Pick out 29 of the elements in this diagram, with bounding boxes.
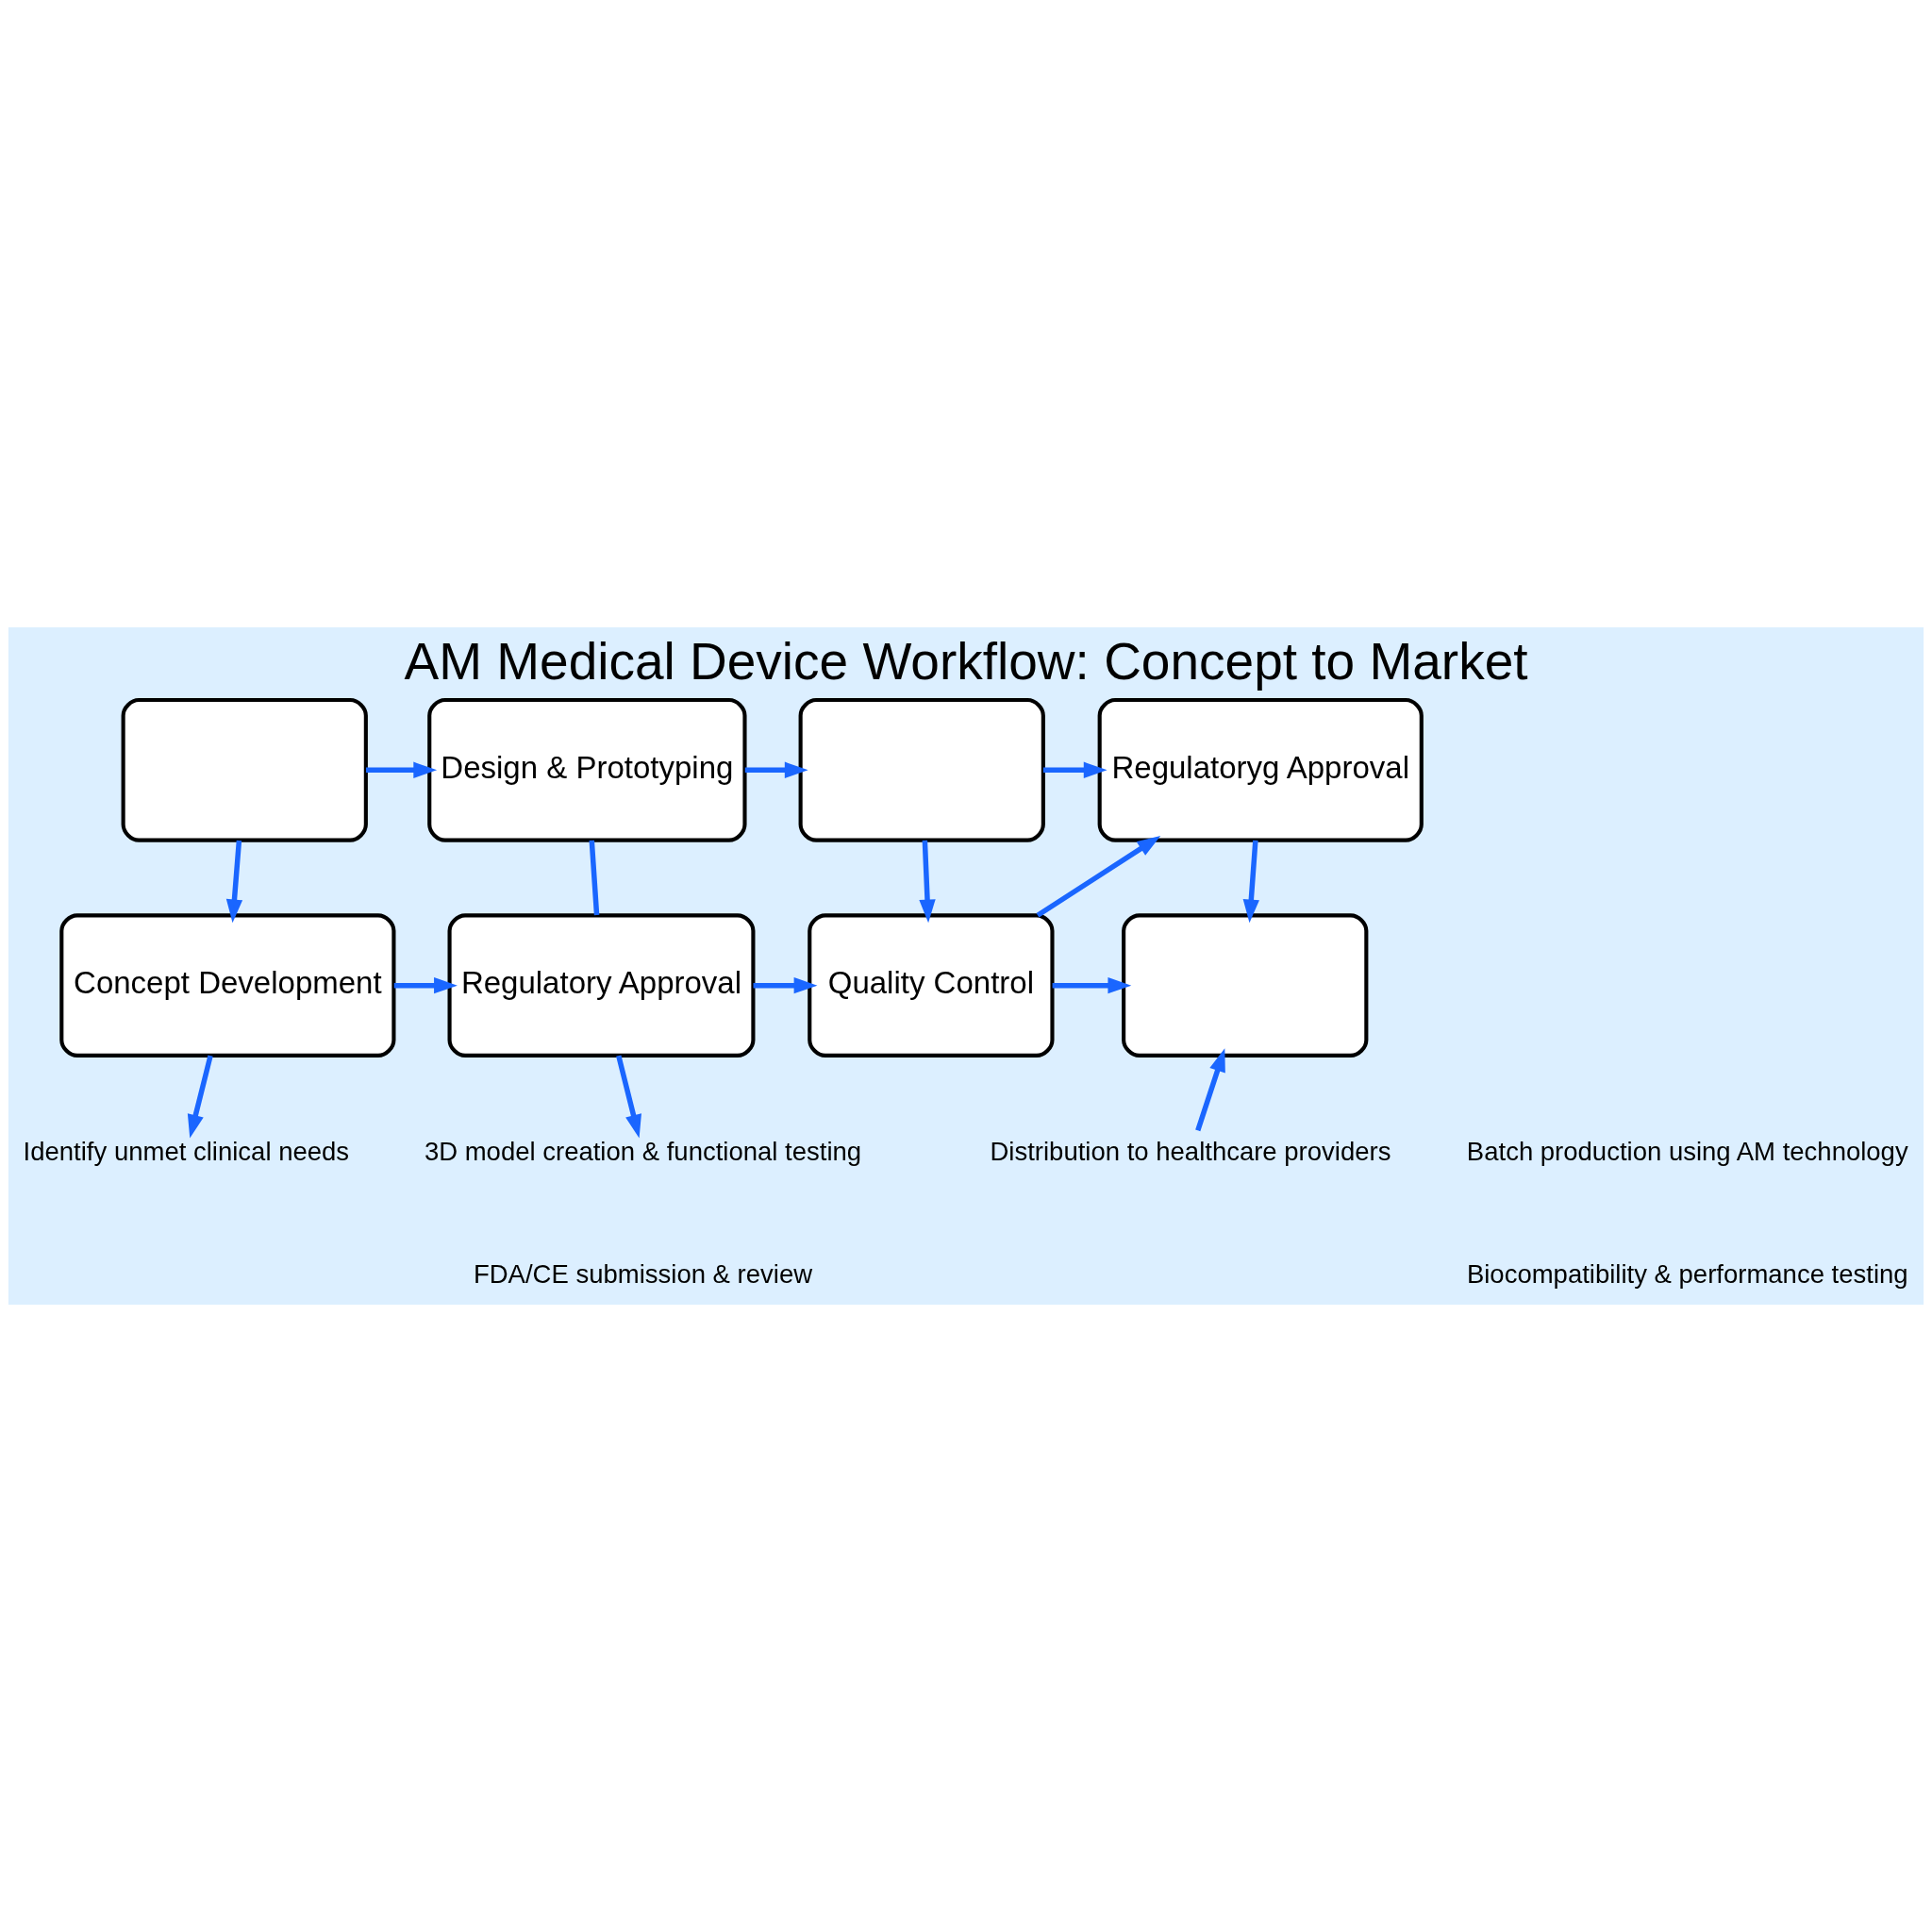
arrow bbox=[616, 1055, 641, 1139]
node-box: Regulatoryg Approval bbox=[1097, 697, 1424, 842]
node-box: Regulatory Approval bbox=[447, 913, 756, 1058]
node-text: Batch production using AM technology bbox=[1466, 1137, 1908, 1167]
label: FDA/CE submission & review bbox=[473, 1258, 813, 1289]
arrow bbox=[1036, 836, 1161, 918]
node-box: Quality Control bbox=[808, 913, 1055, 1058]
arrow bbox=[365, 761, 438, 778]
arrow bbox=[187, 1055, 213, 1139]
arrow bbox=[1242, 840, 1259, 924]
node-box bbox=[798, 697, 1045, 842]
arrow bbox=[753, 976, 818, 994]
arrow bbox=[225, 840, 243, 924]
node-text: Distribution to healthcare providers bbox=[990, 1137, 1391, 1167]
node-box: Concept Development bbox=[59, 913, 396, 1058]
node-box bbox=[121, 697, 368, 842]
label: Biocompatibility & performance testing bbox=[1466, 1258, 1908, 1289]
node-box bbox=[1122, 913, 1369, 1058]
arrow bbox=[1042, 761, 1108, 778]
arrow bbox=[744, 761, 808, 778]
arrow bbox=[1195, 1048, 1225, 1132]
diagram-title: AM Medical Device Workflow: Concept to Market bbox=[404, 632, 1528, 691]
node-text: 3D model creation & functional testing bbox=[424, 1137, 862, 1167]
node-box: Design & Prototyping bbox=[427, 697, 747, 842]
arrow bbox=[1052, 976, 1132, 994]
node-text: Identify unmet clinical needs bbox=[23, 1137, 350, 1167]
arrow bbox=[393, 976, 458, 994]
arrow bbox=[919, 840, 936, 924]
connector bbox=[589, 840, 600, 916]
